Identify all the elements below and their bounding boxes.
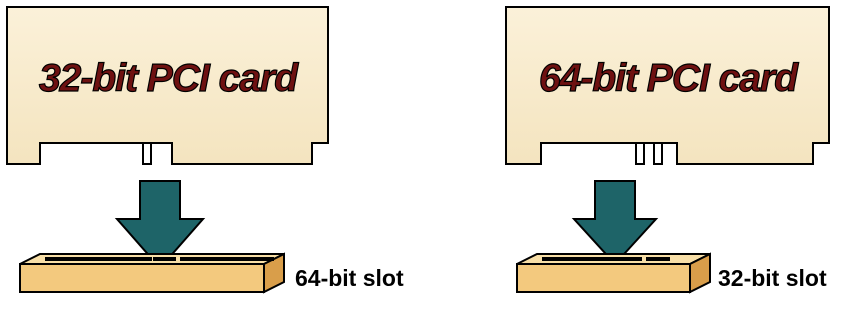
card-title-left: 32-bit PCI card xyxy=(39,57,299,100)
right-panel: 64-bit PCI card 32-bit slot xyxy=(505,6,830,294)
card-title-right: 64-bit PCI card xyxy=(539,57,799,100)
card-notch xyxy=(653,142,663,165)
pci-slot-64bit xyxy=(19,252,285,294)
card-notch xyxy=(635,142,645,165)
slot-label-left: 64-bit slot xyxy=(295,265,404,291)
slot-groove xyxy=(180,257,274,261)
slot-front xyxy=(516,263,691,293)
slot-label-right: 32-bit slot xyxy=(718,265,827,291)
slot-groove xyxy=(45,257,152,261)
slot-side xyxy=(263,252,285,294)
slot-groove xyxy=(646,257,670,261)
slot-front xyxy=(19,263,265,293)
insert-arrow-right xyxy=(571,180,659,266)
pci-slot-32bit xyxy=(516,252,711,294)
slot-side xyxy=(689,252,711,294)
slot-groove xyxy=(153,257,176,261)
slot-groove xyxy=(542,257,642,261)
left-panel: 32-bit PCI card 64-bit slot xyxy=(6,6,404,294)
card-notch xyxy=(142,142,152,165)
insert-arrow-left xyxy=(114,180,206,270)
